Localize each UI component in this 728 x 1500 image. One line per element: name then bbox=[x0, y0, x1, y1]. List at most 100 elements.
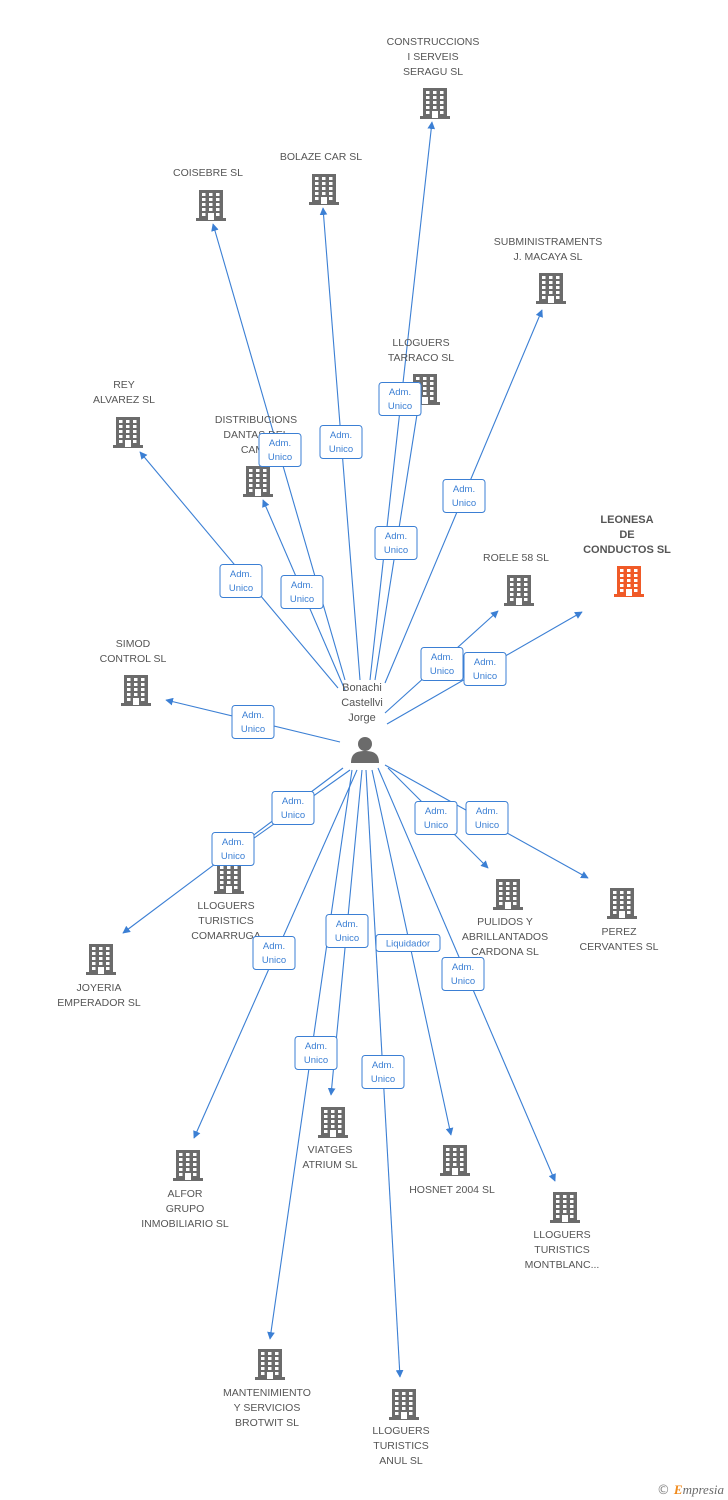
company-label-viatges[interactable]: VIATGES bbox=[308, 1144, 353, 1156]
company-label-distribucions[interactable]: DISTRIBUCIONS bbox=[215, 414, 297, 426]
building-icon-lloguers-montblanc[interactable] bbox=[550, 1192, 580, 1223]
building-icon-viatges[interactable] bbox=[318, 1107, 348, 1138]
building-icon-roele[interactable] bbox=[504, 575, 534, 606]
company-label-leonesa[interactable]: DE bbox=[619, 529, 634, 541]
company-label-perez[interactable]: CERVANTES SL bbox=[580, 941, 659, 953]
building-icon-perez[interactable] bbox=[607, 888, 637, 919]
role-text: Adm. bbox=[431, 652, 453, 663]
building-icon-lloguers-anul[interactable] bbox=[389, 1389, 419, 1420]
building-window bbox=[186, 1153, 190, 1156]
building-icon-alfor[interactable] bbox=[173, 1150, 203, 1181]
building-window bbox=[315, 177, 319, 180]
company-label-simod[interactable]: CONTROL SL bbox=[100, 653, 167, 665]
role-text: Unico bbox=[384, 545, 408, 556]
role-box bbox=[219, 564, 263, 598]
company-label-leonesa[interactable]: CONDUCTOS SL bbox=[583, 544, 671, 556]
building-window bbox=[141, 683, 145, 686]
company-label-construccions[interactable]: SERAGU SL bbox=[403, 66, 463, 78]
role-badge-viatges: Adm.Unico bbox=[325, 914, 369, 948]
building-icon-bolaze[interactable] bbox=[309, 174, 339, 205]
building-window bbox=[460, 1158, 464, 1161]
building-icon-subministraments[interactable] bbox=[536, 273, 566, 304]
company-label-subministraments[interactable]: SUBMINISTRAMENTS bbox=[494, 236, 603, 248]
company-label-lloguers-tarraco[interactable]: TARRACO SL bbox=[388, 352, 454, 364]
person-name[interactable]: Jorge bbox=[348, 712, 376, 724]
building-icon-construccions[interactable] bbox=[420, 88, 450, 119]
company-label-pulidos[interactable]: PULIDOS Y bbox=[477, 916, 533, 928]
person-name[interactable]: Castellvi bbox=[341, 697, 383, 709]
building-window bbox=[402, 1392, 406, 1395]
company-label-lloguers-tarraco[interactable]: LLOGUERS bbox=[392, 337, 449, 349]
role-badge-subministraments: Adm.Unico bbox=[442, 479, 486, 513]
company-label-pulidos[interactable]: CARDONA SL bbox=[471, 946, 539, 958]
building-window bbox=[186, 1158, 190, 1161]
company-label-alfor[interactable]: GRUPO bbox=[166, 1203, 205, 1215]
building-window bbox=[329, 187, 333, 190]
company-label-coisebre[interactable]: COISEBRE SL bbox=[173, 167, 243, 179]
person-name[interactable]: Bonachi bbox=[342, 682, 382, 694]
company-label-lloguers-comarruga[interactable]: TURISTICS bbox=[198, 915, 253, 927]
brand-name: mpresia bbox=[682, 1482, 724, 1497]
company-label-lloguers-anul[interactable]: TURISTICS bbox=[373, 1440, 428, 1452]
building-icon-rey-alvarez[interactable] bbox=[113, 417, 143, 448]
company-label-rey-alvarez[interactable]: REY bbox=[113, 379, 135, 391]
company-label-bolaze[interactable]: BOLAZE CAR SL bbox=[280, 151, 362, 163]
company-label-lloguers-montblanc[interactable]: TURISTICS bbox=[534, 1244, 589, 1256]
role-box bbox=[252, 936, 296, 970]
company-label-alfor[interactable]: ALFOR bbox=[167, 1188, 202, 1200]
company-label-rey-alvarez[interactable]: ALVAREZ SL bbox=[93, 394, 155, 406]
company-label-pulidos[interactable]: ABRILLANTADOS bbox=[462, 931, 548, 943]
building-window bbox=[402, 1397, 406, 1400]
company-label-joyeria[interactable]: JOYERIA bbox=[77, 982, 122, 994]
building-icon-mantenimiento[interactable] bbox=[255, 1349, 285, 1380]
building-window bbox=[627, 579, 631, 582]
building-window bbox=[133, 430, 137, 433]
company-label-lloguers-comarruga[interactable]: LLOGUERS bbox=[197, 900, 254, 912]
building-window bbox=[322, 177, 326, 180]
building-window bbox=[322, 187, 326, 190]
building-window bbox=[261, 1372, 265, 1375]
company-label-construccions[interactable]: I SERVEIS bbox=[407, 51, 458, 63]
company-label-lloguers-anul[interactable]: LLOGUERS bbox=[372, 1425, 429, 1437]
company-label-leonesa[interactable]: LEONESA bbox=[600, 514, 653, 526]
building-icon-coisebre[interactable] bbox=[196, 190, 226, 221]
building-window bbox=[440, 96, 444, 99]
role-text: Unico bbox=[281, 810, 305, 821]
company-label-simod[interactable]: SIMOD bbox=[116, 638, 151, 650]
building-icon-pulidos[interactable] bbox=[493, 879, 523, 910]
role-box bbox=[361, 1055, 405, 1089]
building-window bbox=[126, 430, 130, 433]
company-label-lloguers-anul[interactable]: ANUL SL bbox=[379, 1455, 423, 1467]
company-label-subministraments[interactable]: J. MACAYA SL bbox=[513, 251, 582, 263]
role-box bbox=[319, 425, 363, 459]
building-window bbox=[275, 1372, 279, 1375]
company-label-roele[interactable]: ROELE 58 SL bbox=[483, 552, 549, 564]
building-icon-leonesa[interactable] bbox=[614, 566, 644, 597]
company-label-lloguers-comarruga[interactable]: COMARRUGA bbox=[191, 930, 260, 942]
company-label-hosnet[interactable]: HOSNET 2004 SL bbox=[409, 1184, 495, 1196]
role-badge-lloguers-tarraco: Adm.Unico bbox=[374, 526, 418, 560]
building-icon-simod[interactable] bbox=[121, 675, 151, 706]
building-window bbox=[202, 203, 206, 206]
building-window bbox=[409, 1407, 413, 1410]
company-label-mantenimiento[interactable]: MANTENIMIENTO bbox=[223, 1387, 311, 1399]
building-icon-distribucions[interactable] bbox=[243, 466, 273, 497]
company-label-alfor[interactable]: INMOBILIARIO SL bbox=[141, 1218, 229, 1230]
company-label-construccions[interactable]: CONSTRUCCIONS bbox=[387, 36, 480, 48]
building-window bbox=[338, 1125, 342, 1128]
role-box bbox=[465, 801, 509, 835]
building-icon-lloguers-comarruga[interactable] bbox=[214, 863, 244, 894]
person-icon[interactable] bbox=[351, 737, 379, 763]
company-label-viatges[interactable]: ATRIUM SL bbox=[302, 1159, 357, 1171]
brand-footer: ©Empresia bbox=[657, 1482, 724, 1498]
company-label-mantenimiento[interactable]: BROTWIT SL bbox=[235, 1417, 299, 1429]
building-window bbox=[549, 276, 553, 279]
company-label-perez[interactable]: PEREZ bbox=[601, 926, 637, 938]
building-icon-joyeria[interactable] bbox=[86, 944, 116, 975]
company-label-lloguers-montblanc[interactable]: MONTBLANC... bbox=[525, 1259, 600, 1271]
company-label-lloguers-montblanc[interactable]: LLOGUERS bbox=[533, 1229, 590, 1241]
building-icon-hosnet[interactable] bbox=[440, 1145, 470, 1176]
company-label-mantenimiento[interactable]: Y SERVICIOS bbox=[234, 1402, 301, 1414]
company-label-joyeria[interactable]: EMPERADOR SL bbox=[57, 997, 141, 1009]
